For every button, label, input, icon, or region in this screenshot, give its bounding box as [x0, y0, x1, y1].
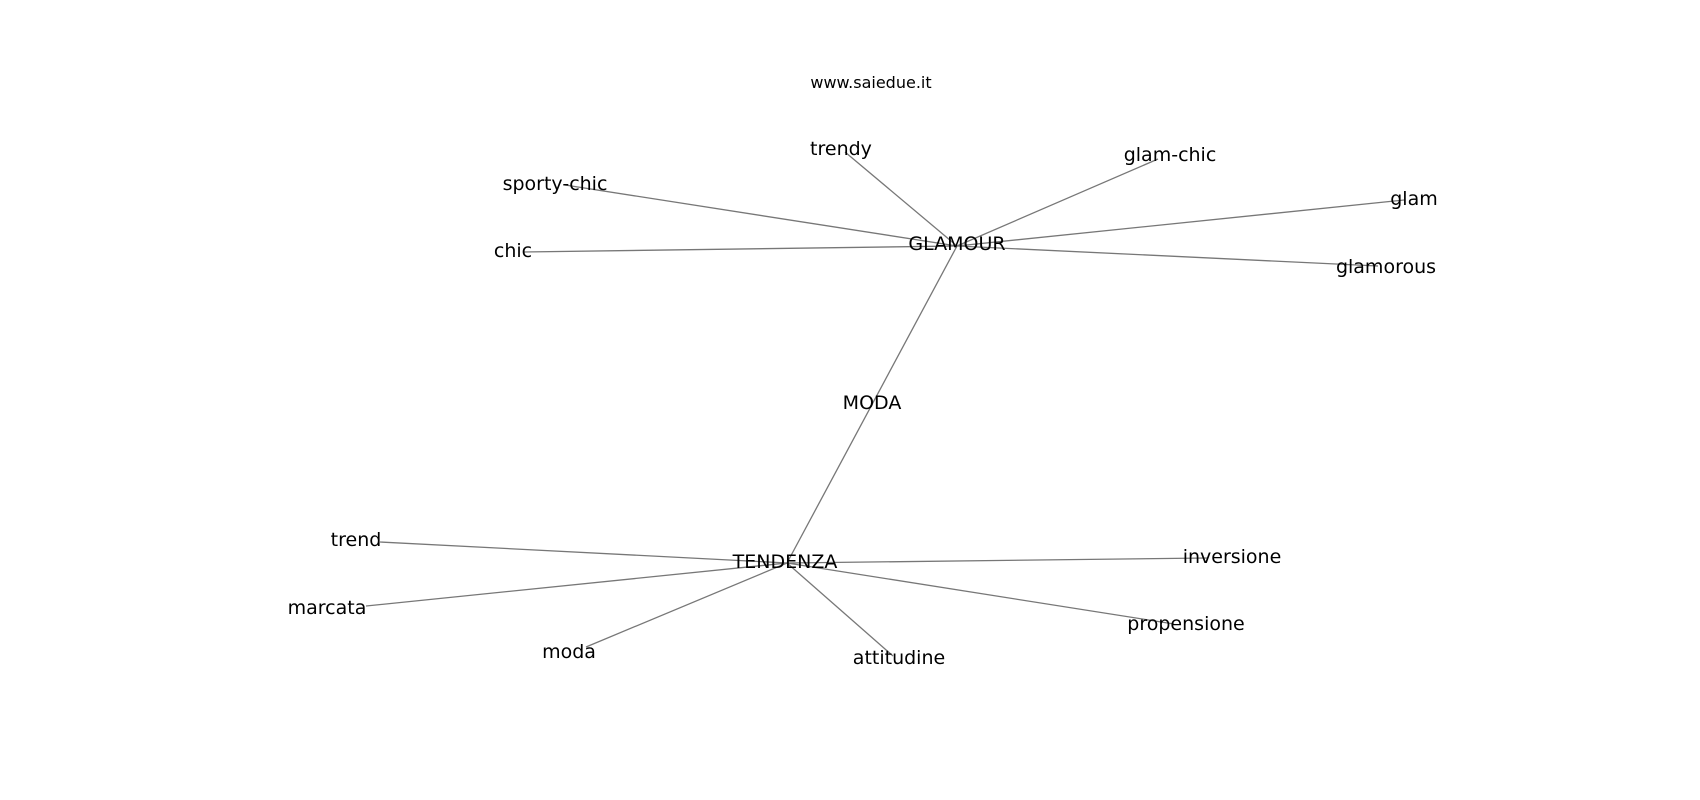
site-label: www.saiedue.it	[810, 73, 931, 92]
node-label-marcata: marcata	[288, 597, 367, 619]
edge-glamour-glam-chic	[956, 158, 1159, 247]
edge-tendenza-moda	[585, 562, 788, 648]
node-label-glamour: GLAMOUR	[908, 233, 1005, 255]
edge-glamour-glam	[956, 199, 1405, 247]
node-label-chic: chic	[494, 240, 532, 262]
node-label-propensione: propensione	[1127, 613, 1244, 635]
node-label-sporty-chic: sporty-chic	[503, 173, 608, 195]
node-label-tendenza: TENDENZA	[732, 551, 838, 573]
edge-glamour-tendenza	[786, 245, 958, 564]
node-label-trend: trend	[331, 529, 382, 551]
edge-tendenza-inversione	[786, 557, 1209, 564]
edge-tendenza-propensione	[786, 562, 1175, 625]
labels-layer: MODA GLAMOUR TENDENZA trendy glam-chic sporty…	[288, 138, 1438, 669]
edge-glamour-chic	[522, 245, 958, 253]
edge-tendenza-marcata	[365, 562, 788, 607]
edge-glamour-glamorous	[956, 245, 1379, 267]
edges-layer	[365, 151, 1405, 657]
node-label-moda: moda	[542, 641, 596, 663]
node-label-inversione: inversione	[1183, 546, 1282, 568]
node-label-glamorous: glamorous	[1336, 256, 1436, 278]
node-label-attitudine: attitudine	[853, 647, 945, 669]
node-label-trendy: trendy	[810, 138, 872, 160]
node-label-moda-root: MODA	[843, 392, 902, 414]
node-label-glam-chic: glam-chic	[1124, 144, 1217, 166]
edge-tendenza-trend	[379, 541, 788, 564]
edge-glamour-trendy	[844, 151, 958, 247]
edge-glamour-sporty-chic	[564, 184, 958, 247]
edge-tendenza-attitudine	[786, 562, 894, 657]
node-label-glam: glam	[1390, 188, 1438, 210]
